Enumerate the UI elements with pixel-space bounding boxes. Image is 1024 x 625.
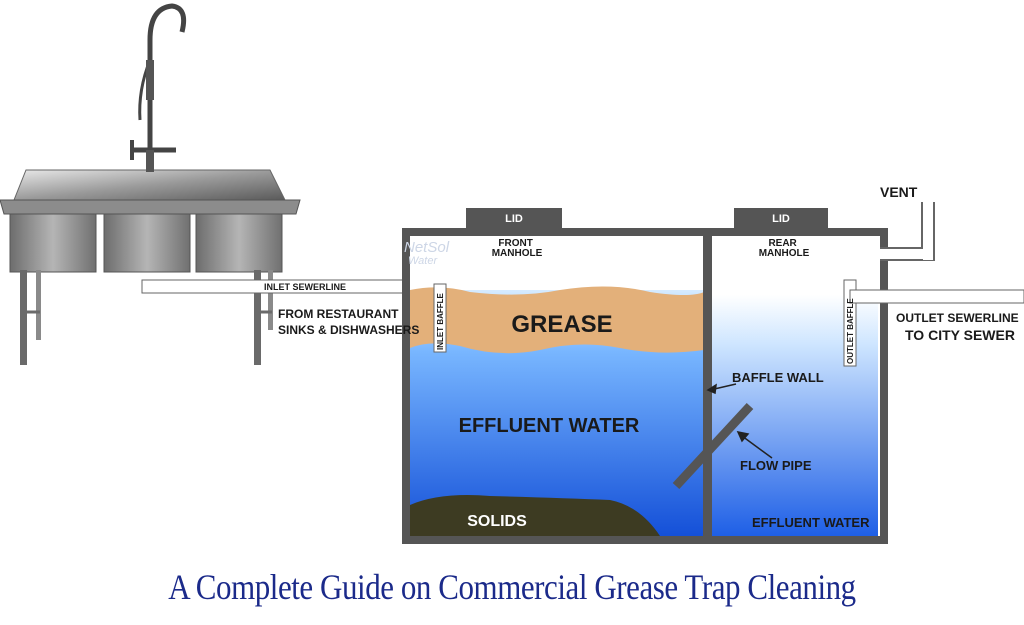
baffle-wall-label: BAFFLE WALL [732, 370, 824, 385]
flow-pipe-arrowhead [736, 430, 750, 443]
baffle-wall-arrowhead [706, 383, 717, 395]
page-title: A Complete Guide on Commercial Grease Tr… [168, 567, 856, 607]
watermark: NetSol Water [404, 239, 453, 267]
inlet-baffle-label: INLET BAFFLE [436, 292, 445, 350]
outlet-sewerline-pipe [849, 202, 1024, 304]
baffle-wall [703, 228, 712, 542]
outlet-sewerline-label: OUTLET SEWERLINE TO CITY SEWER [896, 311, 1022, 343]
lid-front [466, 208, 562, 228]
tank [402, 208, 888, 544]
from-restaurant-label: FROM RESTAURANT SINKS & DISHWASHERS [278, 307, 419, 337]
grease-label: GREASE [511, 311, 612, 338]
solids-layer [410, 495, 660, 536]
vent-label: VENT [880, 184, 918, 200]
faucet-icon [130, 3, 187, 172]
outlet-baffle-label: OUTLET BAFFLE [846, 298, 855, 364]
flow-pipe-arrow [741, 435, 773, 459]
grease-layer [410, 286, 704, 354]
flow-pipe [672, 402, 754, 490]
effluent-water-left-label: EFFLUENT WATER [459, 415, 640, 437]
lid-rear-label: LID [772, 213, 790, 225]
lid-front-label: LID [505, 213, 523, 225]
flow-pipe-label: FLOW PIPE [740, 458, 812, 473]
solids-label: SOLIDS [467, 513, 527, 530]
effluent-water-right-label: EFFLUENT WATER [752, 515, 870, 530]
inlet-sewerline-label: INLET SEWERLINE [264, 282, 346, 292]
lid-rear [734, 208, 828, 228]
sink-icon [0, 169, 301, 365]
front-manhole-label: FRONT MANHOLE [492, 238, 543, 259]
rear-manhole-label: REAR MANHOLE [759, 238, 810, 259]
inlet-baffle [433, 283, 447, 353]
